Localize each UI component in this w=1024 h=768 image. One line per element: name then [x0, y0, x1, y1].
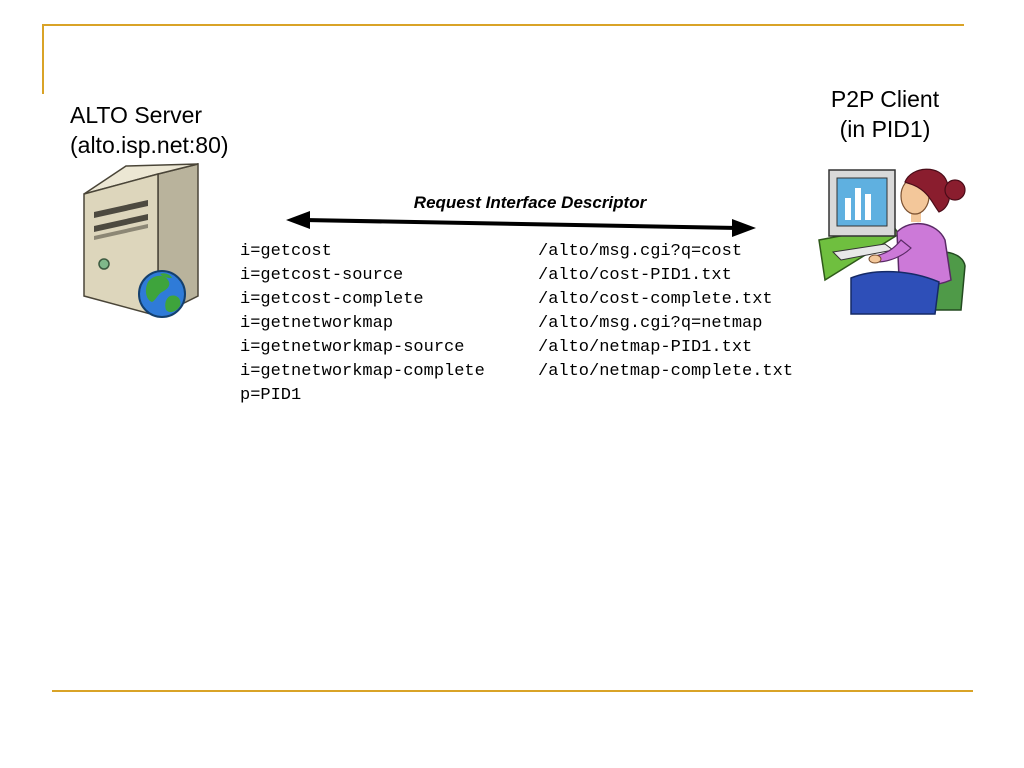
entry-key: i=getcost [240, 242, 332, 261]
list-item: i=getnetworkmap-source /alto/netmap-PID1… [240, 336, 793, 360]
entry-key: p=PID1 [240, 386, 302, 405]
interface-descriptor-list: i=getcost /alto/msg.cgi?q=cost i=getcost… [240, 240, 793, 408]
list-item: i=getnetworkmap /alto/msg.cgi?q=netmap [240, 312, 793, 336]
list-item: i=getnetworkmap-complete /alto/netmap-co… [240, 360, 793, 384]
list-item: i=getcost-complete /alto/cost-complete.t… [240, 288, 793, 312]
entry-value: /alto/msg.cgi?q=netmap [538, 314, 763, 333]
client-name: P2P Client [830, 86, 940, 112]
server-globe-icon [83, 163, 199, 318]
server-label: ALTO Server (alto.isp.net:80) [70, 100, 229, 160]
client-location: (in PID1) [839, 116, 931, 142]
bottom-accent-rule [52, 690, 973, 692]
left-accent-rule [42, 24, 44, 94]
arrow-label: Request Interface Descriptor [413, 193, 647, 212]
entry-value: /alto/netmap-PID1.txt [538, 338, 753, 357]
entry-value: /alto/msg.cgi?q=cost [538, 242, 743, 261]
server-address: (alto.isp.net:80) [70, 132, 229, 158]
entry-key: i=getnetworkmap [240, 314, 394, 333]
client-label: P2P Client (in PID1) [800, 84, 970, 144]
server-name: ALTO Server [70, 102, 203, 128]
entry-value: /alto/cost-complete.txt [538, 290, 773, 309]
double-headed-arrow-icon [286, 211, 756, 237]
entry-value: /alto/cost-PID1.txt [538, 266, 732, 285]
list-item: i=getcost-source /alto/cost-PID1.txt [240, 264, 793, 288]
list-item: p=PID1 [240, 384, 793, 408]
user-at-computer-icon [818, 168, 966, 315]
top-accent-rule [42, 24, 964, 26]
entry-key: i=getnetworkmap-complete [240, 362, 485, 381]
entry-key: i=getcost-complete [240, 290, 424, 309]
entry-value: /alto/netmap-complete.txt [538, 362, 794, 381]
list-item: i=getcost /alto/msg.cgi?q=cost [240, 240, 793, 264]
entry-key: i=getnetworkmap-source [240, 338, 465, 357]
entry-key: i=getcost-source [240, 266, 404, 285]
